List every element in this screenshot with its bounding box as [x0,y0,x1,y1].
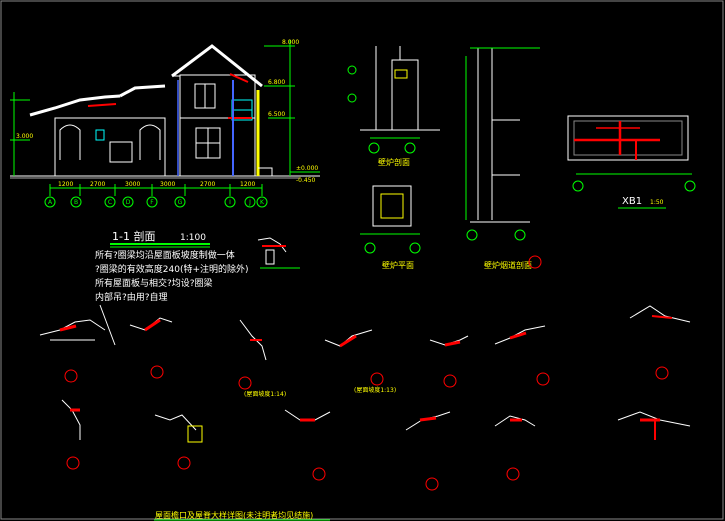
elev-text: ±0.000 [296,165,318,172]
note-line: ?圈梁的有效高度240(特+注明的除外) [95,263,249,275]
svg-text:I: I [229,199,231,206]
svg-text:B: B [74,199,78,206]
elev-text: 6.500 [268,111,285,118]
dim-text: 1200 [240,181,255,188]
detail-note: (屋面坡度1:14) [244,390,286,398]
section-marker [528,255,542,269]
fireplace-section-label: 壁炉剖面 [378,157,410,167]
dim-text: 1200 [58,181,73,188]
axis-bubbles [44,196,268,208]
axis-bubble-texts: A B C D F G I J K [48,199,265,206]
elev-text: -0.450 [296,177,316,184]
dim-text: 3000 [125,181,140,188]
section-title: 1-1 剖面 [112,229,155,243]
note-line: 内部吊?由用?自理 [95,291,168,303]
svg-text:D: D [126,199,131,206]
svg-text:C: C [108,199,112,206]
svg-text:F: F [150,199,154,206]
elev-text: 6.800 [268,79,285,86]
section-notes: 所有?圈梁均沿屋面板坡度制做一体 ?圈梁的有效高度240(特+注明的除外) 所有… [95,249,249,303]
elev-text: 8.000 [282,39,299,46]
eave-details-row-2 [61,399,691,491]
section-title-block: 1-1 剖面 1:100 [110,229,210,248]
dim-text: 3000 [160,181,175,188]
bottom-caption: 屋面檐口及屋脊大样详图(未注明者均见结施) [155,510,313,520]
dim-text: 2700 [90,181,105,188]
detail-note: (屋面坡度1:13) [354,386,396,394]
svg-text:G: G [178,199,183,206]
flue-section-label: 壁炉烟道剖面 [484,260,532,270]
svg-text:A: A [48,199,53,206]
svg-text:K: K [260,199,265,206]
fireplace-plan-label: 壁炉平面 [382,260,414,270]
elevation-texts: 8.000 6.800 6.500 3.000 ±0.000 -0.450 [16,39,318,184]
section-1-1-drawing [10,44,320,179]
xb1-slab-plan [567,115,696,192]
flue-section [465,47,540,241]
section-scale: 1:100 [180,233,206,243]
fireplace-plan [360,185,421,254]
section-dimension-line [49,184,263,196]
fireplace-section [347,46,440,154]
note-line: 所有屋面板与相交?均设?圈梁 [95,277,213,289]
svg-text:J: J [248,199,251,206]
section-elevations [10,40,320,176]
dimension-texts: 1200 2700 3000 3000 2700 1200 [58,181,255,188]
eave-details-row-1 [39,304,691,390]
elev-text: 3.000 [16,133,33,140]
dim-text: 2700 [200,181,215,188]
xb1-title: XB1 [622,196,642,207]
note-line: 所有?圈梁均沿屋面板坡度制做一体 [95,249,235,261]
small-detail-near-notes [257,237,300,269]
xb1-scale: 1:50 [650,199,664,206]
